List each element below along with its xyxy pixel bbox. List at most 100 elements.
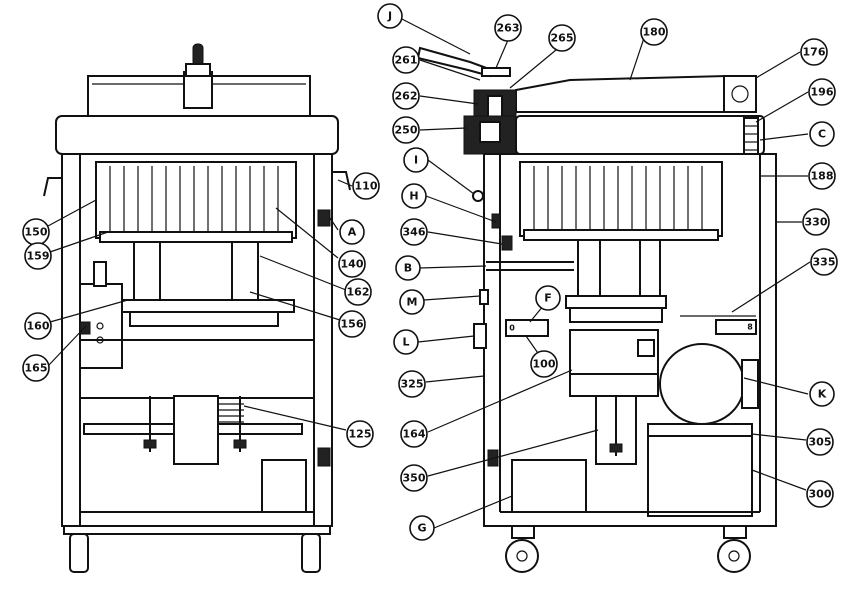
callout-a: A bbox=[339, 219, 365, 245]
svg-text:350: 350 bbox=[403, 472, 426, 485]
side-top-slab bbox=[515, 115, 765, 155]
svg-text:H: H bbox=[409, 190, 418, 203]
callout-160: 160 bbox=[24, 312, 52, 340]
front-platform bbox=[117, 299, 295, 313]
svg-text:K: K bbox=[818, 388, 827, 401]
svg-text:150: 150 bbox=[25, 226, 48, 239]
svg-text:325: 325 bbox=[401, 378, 424, 391]
svg-text:330: 330 bbox=[805, 216, 828, 229]
svg-text:263: 263 bbox=[497, 22, 520, 35]
callout-263: 263 bbox=[494, 14, 522, 42]
side-panel-f bbox=[505, 319, 549, 337]
front-box bbox=[261, 459, 307, 513]
callout-f: F bbox=[535, 285, 561, 311]
callout-159: 159 bbox=[24, 242, 52, 270]
callouts: 150 159 160 165 110 A 140 162 156 125 J … bbox=[22, 3, 838, 541]
svg-text:A: A bbox=[348, 226, 357, 239]
svg-text:G: G bbox=[417, 522, 426, 535]
front-top-slab bbox=[55, 115, 339, 155]
callout-300: 300 bbox=[806, 480, 834, 508]
svg-text:305: 305 bbox=[809, 436, 832, 449]
side-panel-eight bbox=[715, 319, 757, 335]
svg-text:180: 180 bbox=[643, 26, 666, 39]
callout-125: 125 bbox=[346, 420, 374, 448]
side-top-arm bbox=[515, 74, 727, 113]
side-panel-eight-mark: 8 bbox=[747, 323, 753, 332]
callout-j: J bbox=[377, 3, 403, 29]
side-knob-m bbox=[479, 289, 489, 305]
leader-lines bbox=[47, 17, 811, 529]
callout-250: 250 bbox=[392, 116, 420, 144]
svg-text:160: 160 bbox=[27, 320, 50, 333]
callout-g: G bbox=[409, 515, 435, 541]
callout-m: M bbox=[399, 289, 425, 315]
callout-140: 140 bbox=[338, 250, 366, 278]
svg-text:140: 140 bbox=[341, 258, 364, 271]
svg-text:265: 265 bbox=[551, 32, 574, 45]
callout-176: 176 bbox=[800, 38, 828, 66]
side-left-caster bbox=[505, 525, 539, 573]
callout-350: 350 bbox=[400, 464, 428, 492]
svg-text:M: M bbox=[407, 296, 418, 309]
side-motor bbox=[659, 343, 745, 425]
front-latch-top bbox=[317, 209, 331, 227]
svg-text:164: 164 bbox=[403, 428, 426, 441]
svg-text:I: I bbox=[414, 154, 418, 167]
front-left-wheel bbox=[69, 533, 89, 573]
svg-text:300: 300 bbox=[809, 488, 832, 501]
svg-text:F: F bbox=[544, 292, 552, 305]
callout-330: 330 bbox=[802, 208, 830, 236]
callout-i: I bbox=[403, 147, 429, 173]
side-die-block bbox=[519, 161, 723, 237]
callout-180: 180 bbox=[640, 18, 668, 46]
callout-165: 165 bbox=[22, 354, 50, 382]
svg-text:125: 125 bbox=[349, 428, 372, 441]
callout-l: L bbox=[393, 329, 419, 355]
svg-text:159: 159 bbox=[27, 250, 50, 263]
front-latch-bottom bbox=[317, 447, 331, 467]
front-handle-block bbox=[183, 71, 213, 109]
svg-text:196: 196 bbox=[811, 86, 834, 99]
side-housing bbox=[569, 329, 659, 397]
svg-text:165: 165 bbox=[25, 362, 48, 375]
side-box-g bbox=[511, 459, 587, 513]
side-panel-zero-mark: 0 bbox=[509, 324, 515, 333]
front-left-hook bbox=[43, 177, 62, 197]
side-pivot-block bbox=[723, 75, 757, 113]
callout-325: 325 bbox=[398, 370, 426, 398]
svg-text:J: J bbox=[387, 10, 392, 23]
side-die-ribs bbox=[533, 166, 703, 232]
svg-text:L: L bbox=[402, 336, 409, 349]
callout-346: 346 bbox=[400, 218, 428, 246]
svg-text:162: 162 bbox=[347, 286, 370, 299]
side-platform bbox=[565, 295, 667, 309]
callout-162: 162 bbox=[344, 278, 372, 306]
callout-100: 100 bbox=[530, 350, 558, 378]
side-view: 0 8 bbox=[416, 46, 777, 573]
side-knob-i bbox=[472, 190, 484, 202]
svg-text:C: C bbox=[818, 128, 826, 141]
callout-188: 188 bbox=[808, 162, 836, 190]
callout-305: 305 bbox=[806, 428, 834, 456]
callout-156: 156 bbox=[338, 310, 366, 338]
front-view bbox=[43, 43, 351, 573]
svg-text:335: 335 bbox=[813, 256, 836, 269]
front-die-block bbox=[95, 161, 297, 239]
svg-text:346: 346 bbox=[403, 226, 426, 239]
callout-262: 262 bbox=[392, 82, 420, 110]
front-right-wheel bbox=[301, 533, 321, 573]
svg-text:156: 156 bbox=[341, 318, 364, 331]
side-reservoir bbox=[647, 423, 753, 517]
callout-164: 164 bbox=[400, 420, 428, 448]
callout-k: K bbox=[809, 381, 835, 407]
front-die-ribs bbox=[109, 166, 279, 234]
svg-text:262: 262 bbox=[395, 90, 418, 103]
svg-text:250: 250 bbox=[395, 124, 418, 137]
svg-text:188: 188 bbox=[811, 170, 834, 183]
callout-196: 196 bbox=[808, 78, 836, 106]
svg-text:110: 110 bbox=[355, 180, 378, 193]
svg-text:100: 100 bbox=[533, 358, 556, 371]
callout-c: C bbox=[809, 121, 835, 147]
